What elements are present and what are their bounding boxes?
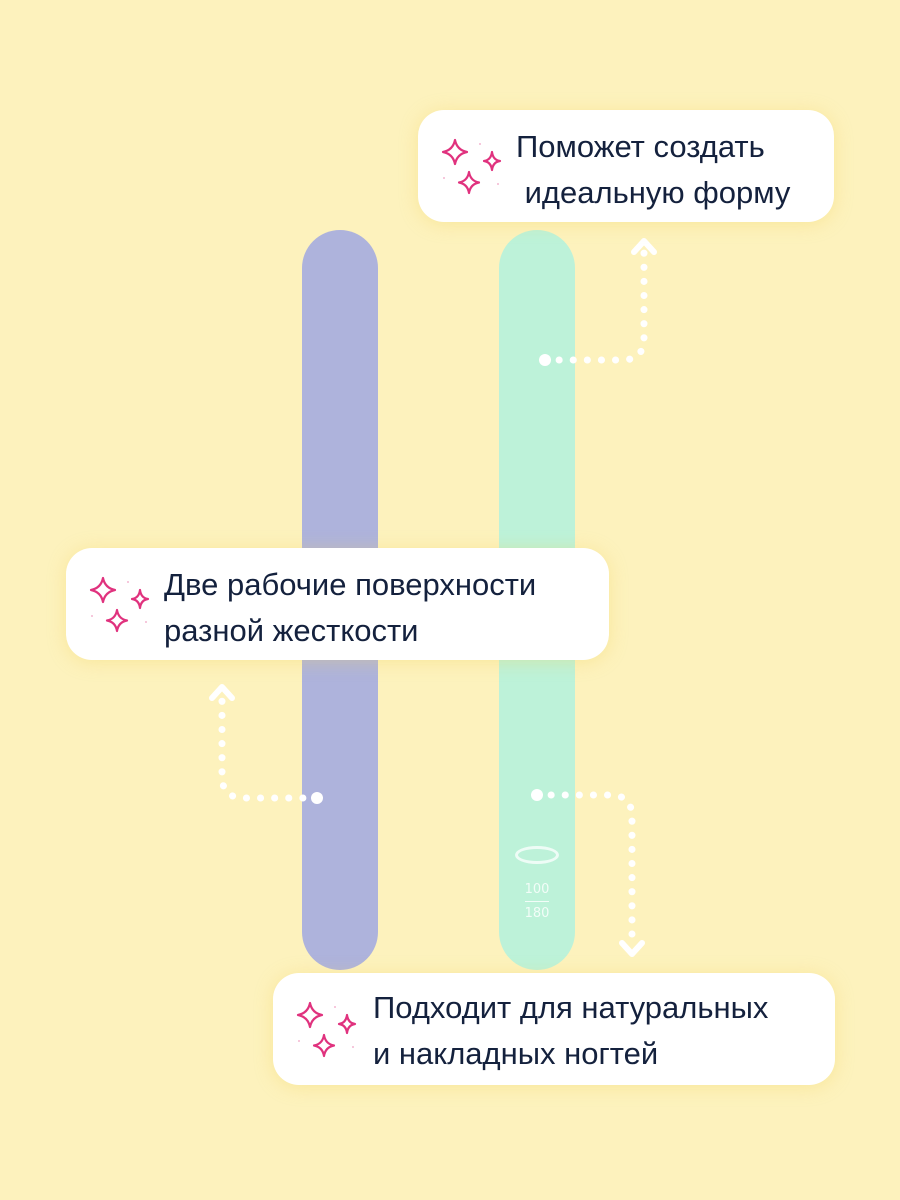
grit-divider: [525, 901, 549, 902]
callout-nail-types: Подходит для натуральных и накладных ног…: [273, 973, 835, 1085]
callout-shape-benefit: Поможет создать идеальную форму: [418, 110, 834, 222]
sparkles-icon: [296, 1001, 357, 1058]
arrow-to-bottom-callout: [531, 789, 645, 957]
brand-logo-icon: [515, 846, 559, 864]
arrow-to-middle-callout: [209, 684, 323, 804]
grit-top-label: 100: [524, 882, 550, 897]
grit-bottom-label: 180: [524, 906, 550, 921]
sparkles-icon: [89, 576, 150, 633]
arrow-to-top-callout: [539, 238, 657, 366]
callout-text: Поможет создать идеальную форму: [516, 129, 791, 210]
callout-text: Подходит для натуральных и накладных ног…: [373, 990, 769, 1071]
callout-text: Две рабочие поверхности разной жесткости: [164, 567, 537, 648]
callout-two-surfaces: Две рабочие поверхности разной жесткости: [66, 548, 609, 660]
sparkles-icon: [441, 138, 502, 195]
